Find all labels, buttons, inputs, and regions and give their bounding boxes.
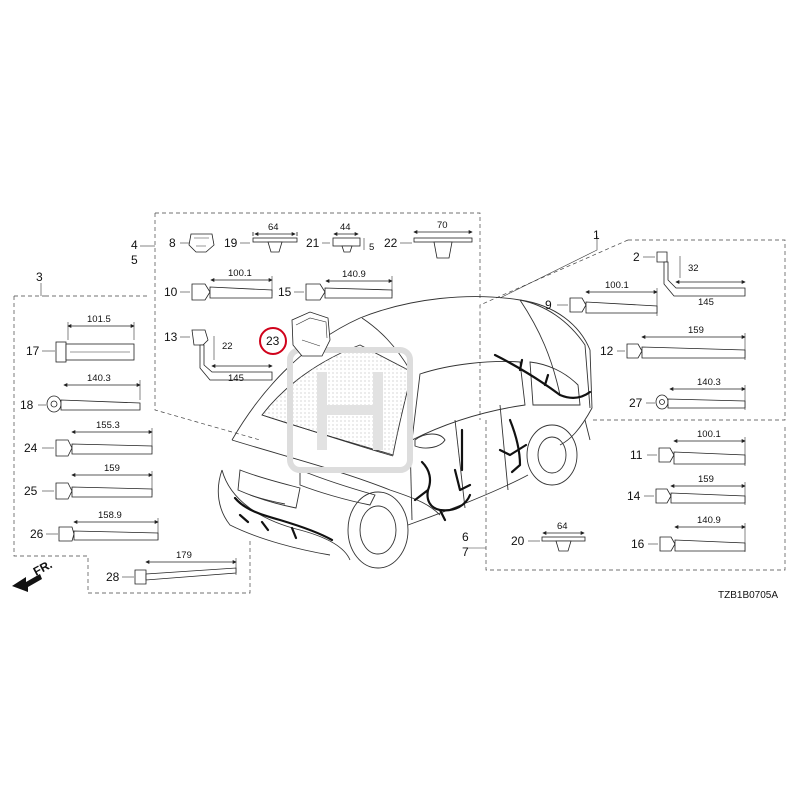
dimension-28: 179 xyxy=(176,550,192,561)
part-13-clip[interactable]: 13 22 145 xyxy=(164,329,273,384)
part-20-clip[interactable]: 20 64 xyxy=(511,521,586,552)
part-22-clip[interactable]: 22 70 xyxy=(384,220,473,259)
part-19-clip[interactable]: 19 64 xyxy=(224,222,298,253)
part-14-clip[interactable]: 14 159 xyxy=(627,474,746,505)
part-25-clip[interactable]: 25 159 xyxy=(24,463,153,500)
dimension-19: 64 xyxy=(268,222,279,233)
dimension-11: 100.1 xyxy=(697,429,721,440)
group-label-4: 4 xyxy=(131,238,138,252)
dimension-16: 140.9 xyxy=(697,515,721,526)
part-21-clip[interactable]: 21 44 5 xyxy=(306,222,374,253)
group-label-6: 6 xyxy=(462,530,469,544)
part-number-25: 25 xyxy=(24,484,38,498)
part-number-19: 19 xyxy=(224,236,238,250)
part-11-clip[interactable]: 11 100.1 xyxy=(630,429,746,466)
group-label-1: 1 xyxy=(593,228,600,242)
dimension-18: 140.3 xyxy=(87,373,111,384)
part-number-15: 15 xyxy=(278,285,292,299)
part-number-20: 20 xyxy=(511,534,525,548)
dimension-9: 100.1 xyxy=(605,280,629,291)
part-17-clip[interactable]: 17 101.5 xyxy=(26,314,135,363)
dimension-26: 158.9 xyxy=(98,510,122,521)
dimension-2a: 32 xyxy=(688,263,699,274)
highlight-ring xyxy=(259,327,287,355)
dimension-15: 140.9 xyxy=(342,269,366,280)
part-8-clip[interactable]: 8 xyxy=(169,233,215,253)
part-number-28: 28 xyxy=(106,570,120,584)
dimension-12: 159 xyxy=(688,325,704,336)
part-number-17: 17 xyxy=(26,344,40,358)
dimension-21b: 5 xyxy=(369,242,374,253)
front-direction-marker: FR. xyxy=(12,557,54,592)
dimension-24: 155.3 xyxy=(96,420,120,431)
part-16-clip[interactable]: 16 140.9 xyxy=(631,515,746,552)
part-number-12: 12 xyxy=(600,344,614,358)
dimension-25: 159 xyxy=(104,463,120,474)
dimension-14: 159 xyxy=(698,474,714,485)
part-number-24: 24 xyxy=(24,441,38,455)
part-number-26: 26 xyxy=(30,527,44,541)
part-15-clip[interactable]: 15 140.9 xyxy=(278,269,393,301)
wire-harness-routes xyxy=(233,353,592,542)
part-23-highlighted[interactable]: 23 xyxy=(259,311,331,357)
part-number-9: 9 xyxy=(545,298,552,312)
diagram-code: TZB1B0705A xyxy=(718,590,778,601)
group-frames xyxy=(13,212,786,594)
car-body-illustration xyxy=(217,296,593,569)
part-number-13: 13 xyxy=(164,330,178,344)
part-26-clip[interactable]: 26 158.9 xyxy=(30,510,159,542)
dimension-2b: 145 xyxy=(698,297,714,308)
part-28-clip[interactable]: 28 179 xyxy=(106,550,237,585)
part-18-clip[interactable]: 18 140.3 xyxy=(20,373,141,413)
part-9-clip[interactable]: 9 100.1 xyxy=(545,280,658,316)
part-number-27: 27 xyxy=(629,396,643,410)
front-marker-label: FR. xyxy=(31,557,55,578)
dimension-20: 64 xyxy=(557,521,568,532)
part-number-10: 10 xyxy=(164,285,178,299)
part-number-16: 16 xyxy=(631,537,645,551)
part-2-clip[interactable]: 2 32 145 xyxy=(633,250,746,308)
group-label-7: 7 xyxy=(462,545,469,559)
part-number-11: 11 xyxy=(630,448,643,462)
part-24-clip[interactable]: 24 155.3 xyxy=(24,420,153,457)
part-27-clip[interactable]: 27 140.3 xyxy=(629,377,746,410)
dimension-27: 140.3 xyxy=(697,377,721,388)
part-number-14: 14 xyxy=(627,489,641,503)
dimension-10: 100.1 xyxy=(228,268,252,279)
dimension-21a: 44 xyxy=(340,222,351,233)
group-label-5: 5 xyxy=(131,253,138,267)
dimension-13a: 22 xyxy=(222,341,233,352)
part-number-18: 18 xyxy=(20,398,34,412)
dimension-22: 70 xyxy=(437,220,448,231)
part-10-clip[interactable]: 10 100.1 xyxy=(164,268,273,301)
dimension-17: 101.5 xyxy=(87,314,111,325)
part-number-22: 22 xyxy=(384,236,398,250)
dimension-13b: 145 xyxy=(228,373,244,384)
part-number-8: 8 xyxy=(169,236,176,250)
part-number-21: 21 xyxy=(306,236,320,250)
group-label-3: 3 xyxy=(36,270,43,284)
part-12-clip[interactable]: 12 159 xyxy=(600,325,746,360)
part-number-2: 2 xyxy=(633,250,640,264)
part-number-23: 23 xyxy=(266,334,280,348)
